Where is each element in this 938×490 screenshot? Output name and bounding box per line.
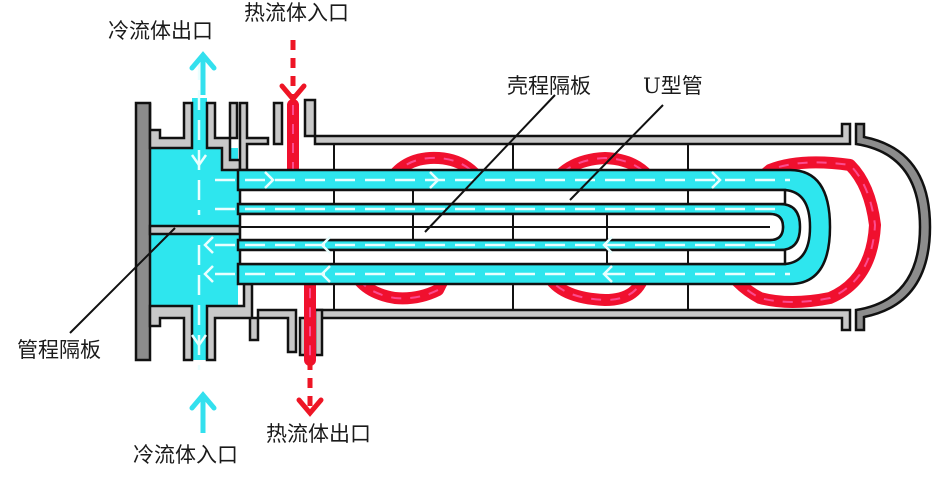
- hot-inlet-arrow: [279, 40, 307, 103]
- shell-baffle-label: 壳程隔板: [507, 74, 591, 98]
- flow-chevron: [190, 334, 208, 348]
- tube-pass-partition: [148, 224, 242, 236]
- u-tube-outer: [236, 168, 832, 286]
- hot-outlet-nozzle-left: [256, 308, 298, 354]
- end-cap-head: [854, 122, 932, 332]
- hot-outlet-label: 热流体出口: [266, 422, 371, 446]
- hot-inlet-nozzle-left: [272, 101, 284, 146]
- flow-chevron: [320, 265, 331, 283]
- hot-inlet-label: 热流体入口: [244, 1, 349, 25]
- flow-chevron: [190, 154, 208, 168]
- flow-chevron: [711, 171, 722, 189]
- shell-bottom-wall: [298, 308, 852, 357]
- u-tube-leader: [569, 104, 664, 201]
- cold-inlet-arrow: [189, 391, 217, 433]
- flow-chevron: [320, 236, 331, 254]
- tube-pass-partition-label: 管程隔板: [17, 338, 101, 362]
- flow-chevron: [602, 236, 613, 254]
- baffle-strip: [238, 248, 787, 266]
- channel-bottom-wall: [148, 304, 194, 362]
- flow-chevron: [264, 171, 275, 189]
- flow-chevron: [203, 265, 214, 283]
- flow-chevron: [602, 265, 613, 283]
- hot-outlet-nozzle-right: [313, 308, 324, 357]
- channel-head: [134, 60, 324, 370]
- u-tube-bundle: [203, 168, 832, 286]
- channel-top-flange: [238, 101, 270, 172]
- u-tube-label: U型管: [643, 74, 703, 98]
- baffle-strip: [238, 188, 787, 206]
- tubesheet-left-wall: [134, 101, 152, 362]
- cold-inlet-label: 冷流体入口: [133, 443, 238, 467]
- cold-outlet-arrow: [189, 51, 217, 95]
- channel-top-wall: [148, 101, 194, 150]
- hot-outlet-arrow: [296, 360, 324, 417]
- shell-top-wall: [303, 98, 852, 146]
- cold-outlet-label: 冷流体出口: [108, 19, 213, 43]
- shell-baffle-leader: [424, 94, 556, 233]
- channel-top-right-wall: [205, 101, 242, 172]
- flow-chevron: [203, 236, 214, 254]
- flow-chevron: [429, 171, 440, 189]
- tube-pass-partition-leader: [69, 227, 176, 334]
